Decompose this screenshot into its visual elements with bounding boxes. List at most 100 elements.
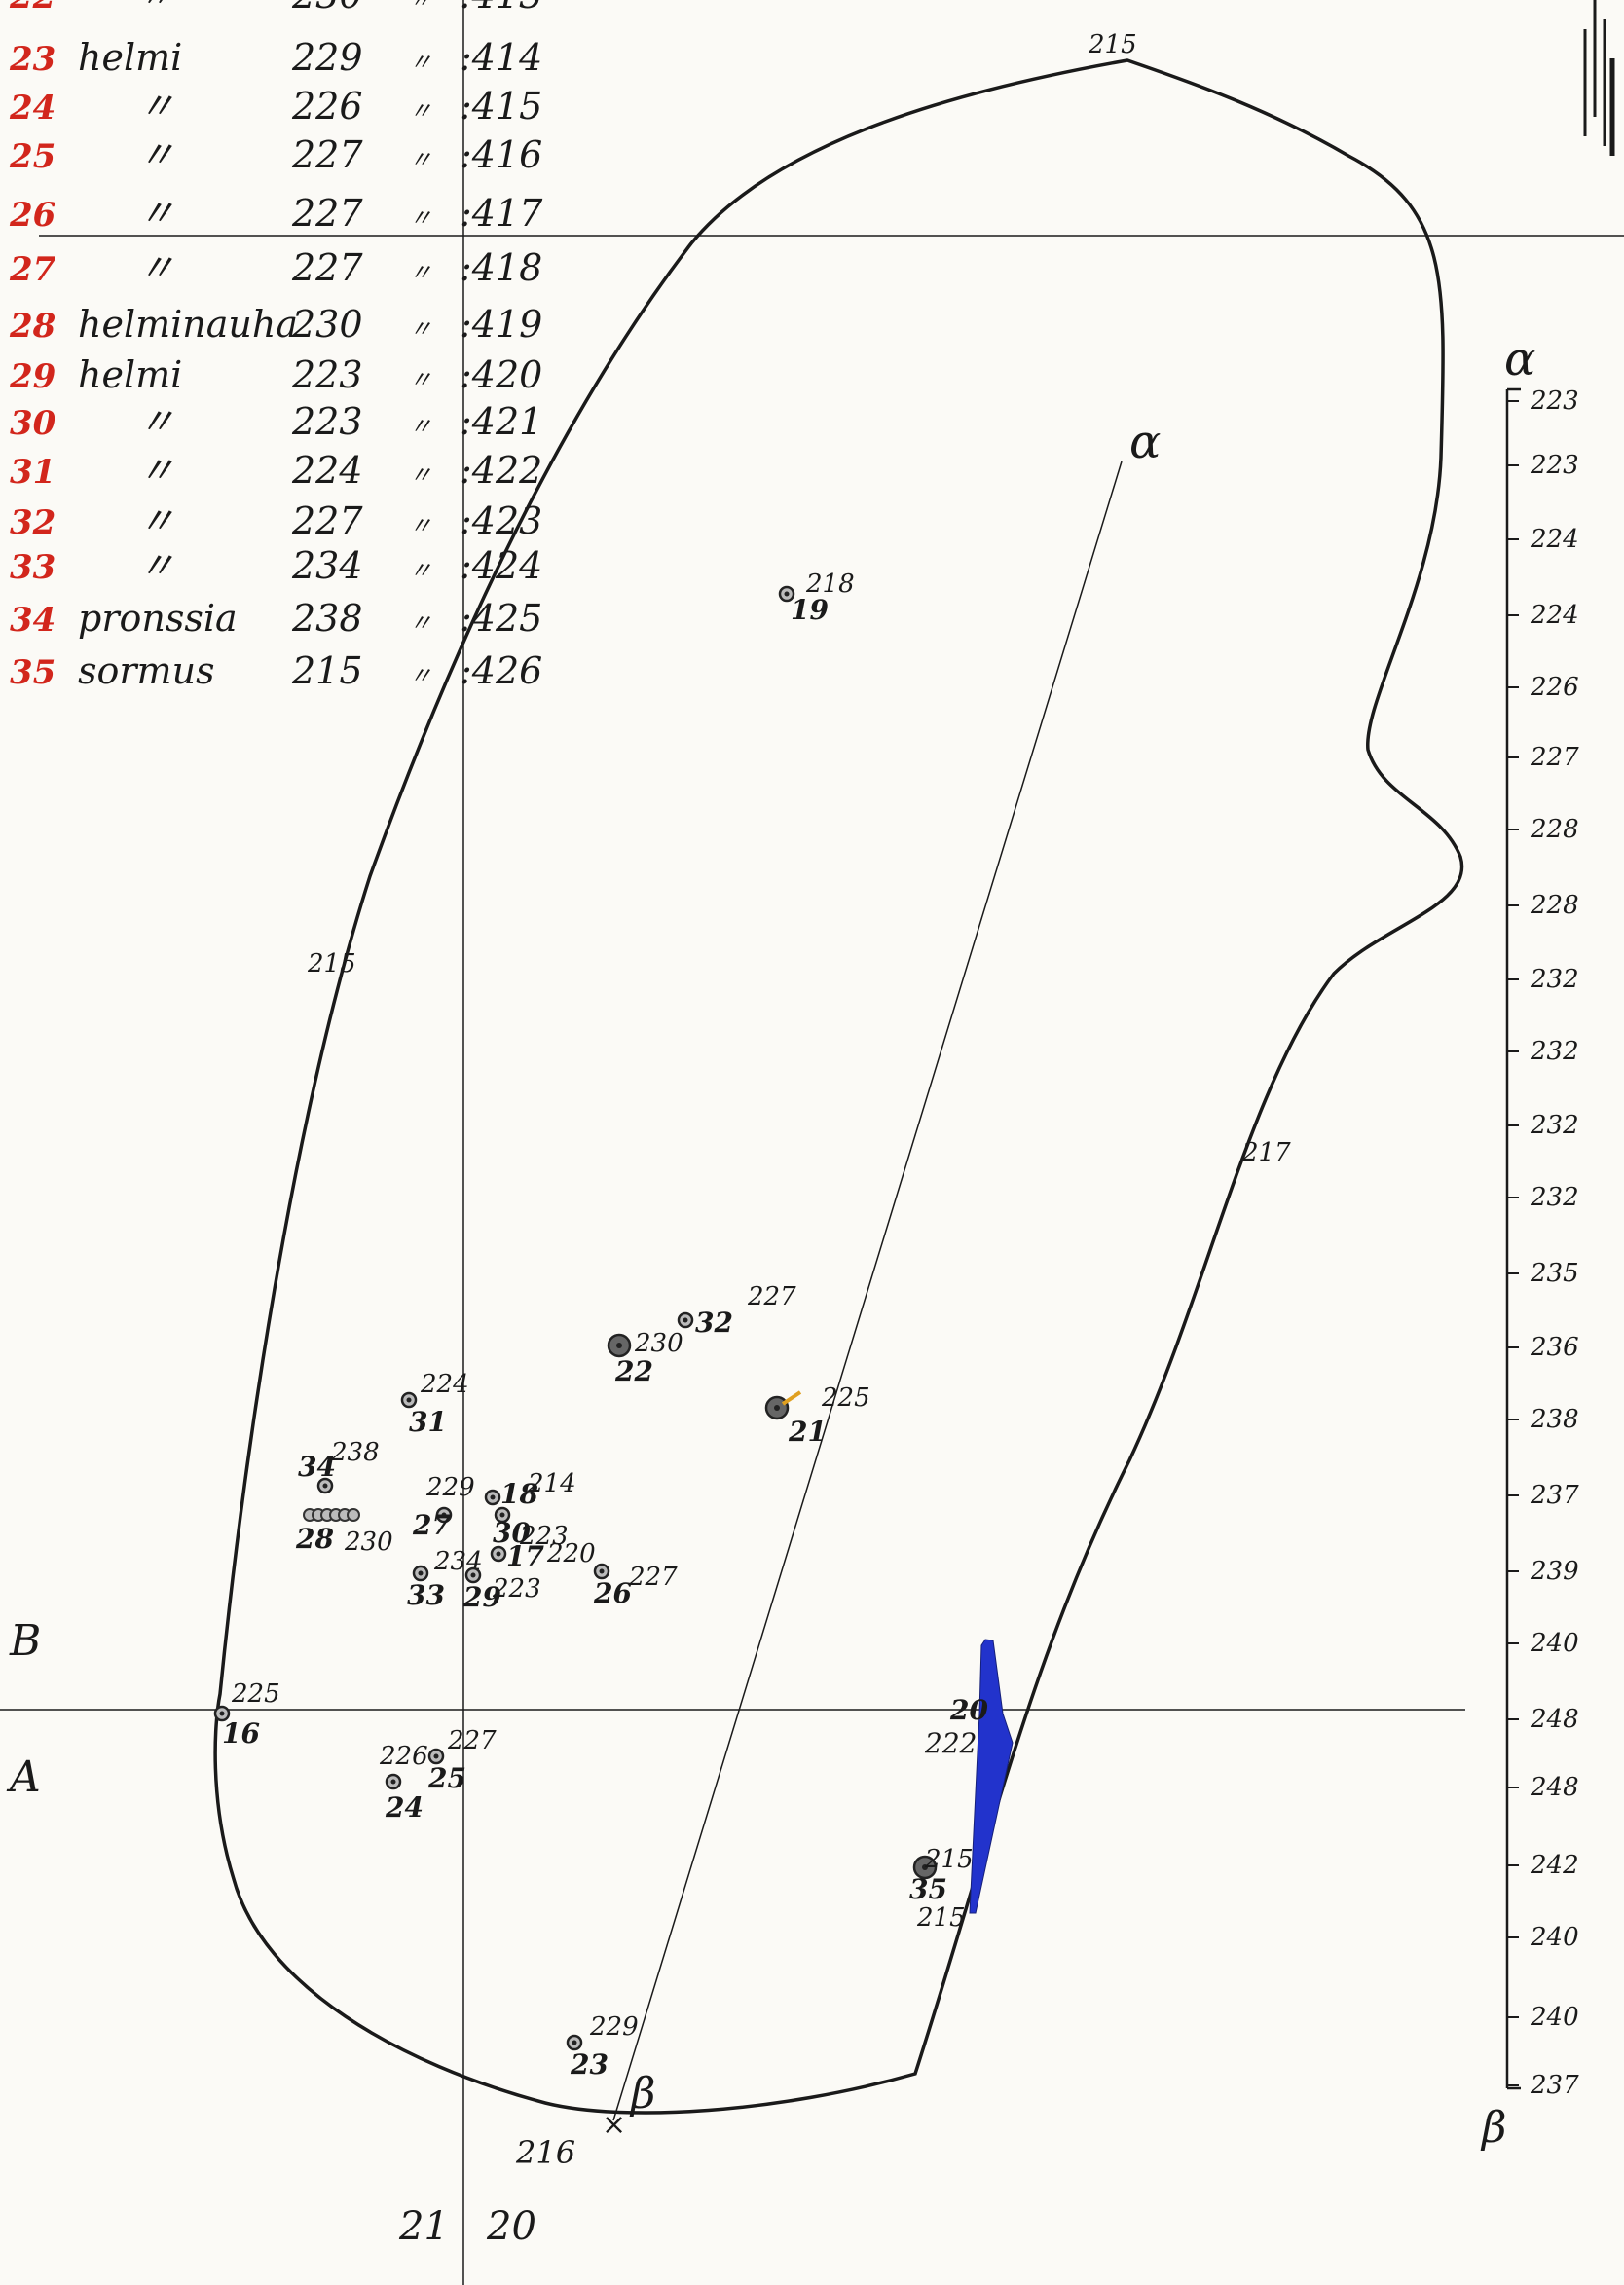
find-number: 20 [949, 1694, 988, 1726]
find-list-depth: 230 [291, 303, 363, 346]
find-depth: 215 [916, 1903, 966, 1933]
find-list-depth: 223 [291, 400, 363, 443]
find-number: 33 [407, 1579, 445, 1611]
find-list-ditto: 〃 [409, 461, 432, 489]
bead-hole-icon [406, 1397, 412, 1403]
find-list-depth: 227 [291, 246, 363, 289]
find-list-number: 23 [9, 40, 55, 79]
find-list-ditto: 〃 [409, 512, 432, 539]
grid-col-right: 20 [486, 2204, 536, 2249]
find-depth: 230 [344, 1528, 393, 1557]
bead-hole-icon [496, 1551, 501, 1557]
profile-level: 228 [1530, 815, 1579, 844]
find-depth: 238 [330, 1438, 380, 1467]
bead-hole-icon [784, 591, 790, 597]
find-number: 27 [412, 1509, 451, 1541]
find-list-catalogue: :417 [460, 192, 543, 235]
profile-level: 240 [1530, 2003, 1579, 2032]
find-number: 21 [788, 1416, 827, 1448]
find-list-number: 35 [10, 653, 55, 692]
spearhead-shape [969, 1639, 1014, 1914]
find-list-catalogue: :420 [460, 353, 542, 396]
find-depth: 226 [379, 1742, 428, 1771]
find-depth: 222 [924, 1727, 977, 1759]
find-list-name: pronssia [78, 597, 238, 640]
profile-level: 236 [1530, 1333, 1579, 1362]
find-list-name: helmi [78, 36, 182, 79]
profile-level: 232 [1530, 965, 1579, 994]
find-list-ditto: 〃 [409, 204, 432, 232]
find-list-depth: 234 [291, 544, 363, 587]
profile-level: 224 [1530, 601, 1579, 630]
find-list-name: 〃 [138, 192, 175, 235]
find-depth: 223 [492, 1574, 541, 1603]
bead-hole-icon [322, 1483, 328, 1489]
section-beta-cross: × [602, 2108, 626, 2142]
find-list-table: 22〃230〃:41323helmi229〃:41424〃226〃:41525〃… [9, 0, 543, 692]
section-beta-label: β [629, 2069, 655, 2119]
find-number: 22 [614, 1355, 653, 1387]
find-list-catalogue: :423 [460, 499, 542, 542]
find-list-number: 27 [9, 250, 56, 289]
find-depth: 227 [447, 1726, 497, 1755]
find-number: 17 [506, 1540, 544, 1572]
find-list-row: 27〃227〃:418 [9, 246, 542, 289]
profile-beta-label: β [1480, 2103, 1506, 2153]
find-depth: 225 [231, 1679, 280, 1709]
profile-level: 237 [1530, 1481, 1579, 1510]
find-number: 32 [695, 1307, 733, 1339]
find-list-ditto: 〃 [409, 146, 432, 173]
find-depth: 227 [628, 1563, 678, 1592]
find-list-catalogue: :416 [460, 133, 542, 176]
find-number: 29 [462, 1581, 501, 1613]
find-list-number: 26 [9, 196, 55, 235]
profile-alpha-label: α [1504, 332, 1535, 387]
section-line [612, 461, 1123, 2121]
find-number: 25 [427, 1762, 466, 1794]
find-list-depth: 238 [291, 597, 363, 640]
find-number: 16 [222, 1717, 260, 1750]
find-depth: 214 [527, 1469, 576, 1498]
profile-ticks: 2232232242242262272282282322322322322352… [1507, 387, 1579, 2100]
find-list-depth: 229 [291, 36, 363, 79]
bead-hole-icon [433, 1753, 439, 1759]
bead-hole-icon [599, 1568, 605, 1574]
grid-col-left: 21 [398, 2204, 449, 2249]
bead-hole-icon [922, 1864, 928, 1870]
find-list-number: 22 [9, 0, 55, 17]
find-depth: 229 [589, 2012, 639, 2042]
depth-bottom: 216 [515, 2134, 575, 2171]
find-list-row: 31〃224〃:422 [10, 449, 542, 492]
profile-level: 237 [1530, 2071, 1579, 2100]
find-list-name: 〃 [138, 449, 175, 492]
find-depth: 224 [420, 1370, 469, 1399]
find-list-name: helminauha [78, 303, 298, 346]
find-list-depth: 227 [291, 192, 363, 235]
find-depth: 229 [425, 1473, 475, 1502]
find-list-ditto: 〃 [409, 259, 432, 286]
bead-hole-icon [572, 2040, 577, 2045]
grid-row-lower: A [6, 1752, 41, 1802]
find-number: 18 [500, 1478, 538, 1510]
find-list-name: 〃 [138, 133, 175, 176]
depth-top: 215 [1088, 30, 1137, 59]
profile-level: 240 [1530, 1923, 1579, 1952]
bead-icon [347, 1508, 360, 1522]
